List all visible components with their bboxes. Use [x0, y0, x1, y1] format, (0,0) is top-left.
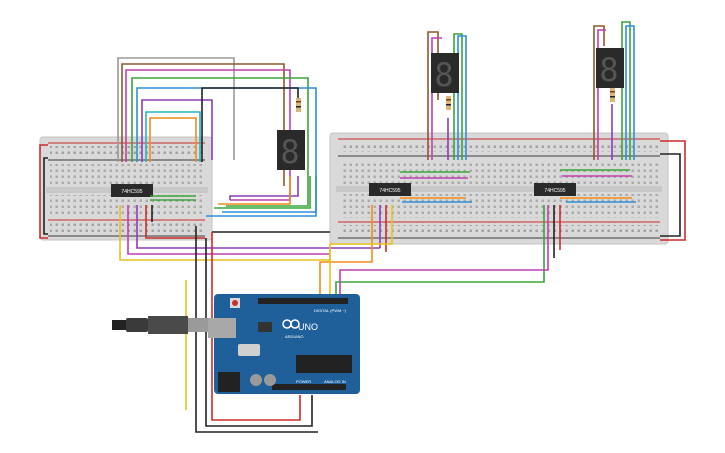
- shift-register-chip-left: 74HC595: [111, 184, 153, 197]
- arduino-brand-text: ARDUINO: [285, 334, 303, 339]
- chip-label: 74HC595: [379, 188, 400, 194]
- digit-text: 8: [280, 133, 299, 171]
- breadboard-right: 74HC595 74HC595: [329, 132, 669, 245]
- arduino-uno-board: UNO ARDUINO DIGITAL (PWM ~) POWER ANALOG…: [208, 294, 360, 394]
- usb-cable: [112, 316, 208, 334]
- resistor-1: [296, 98, 301, 112]
- chip-label: 74HC595: [121, 189, 142, 195]
- resistor-3: [610, 88, 615, 102]
- digit-text: 8: [599, 51, 618, 89]
- reset-button[interactable]: [232, 300, 238, 306]
- resistor-2: [446, 96, 451, 110]
- shift-register-chip-right: 74HC595: [534, 183, 576, 196]
- seven-segment-display-3: 8: [596, 48, 624, 89]
- analog-label: ANALOG IN: [324, 379, 346, 384]
- power-label: POWER: [296, 379, 311, 384]
- resistors: [296, 88, 615, 112]
- seven-segment-display-2: 8: [431, 53, 459, 94]
- digit-text: 8: [434, 56, 453, 94]
- digital-label: DIGITAL (PWM ~): [314, 308, 347, 313]
- shift-register-chip-middle: 74HC595: [369, 183, 411, 196]
- wires-left: [39, 57, 380, 261]
- arduino-logo-text: UNO: [298, 322, 318, 332]
- infinity-logo-icon: [282, 319, 300, 329]
- chip-label: 74HC595: [544, 188, 565, 194]
- atmega-chip: [296, 355, 352, 373]
- seven-segment-display-1: 8: [277, 130, 305, 171]
